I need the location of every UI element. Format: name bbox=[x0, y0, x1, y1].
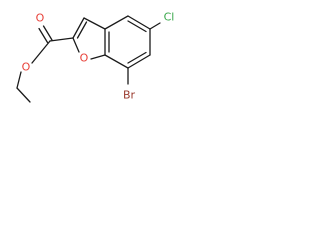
bond-c6-c7-inner bbox=[127, 51, 147, 64]
atom-chlorine: Cl bbox=[164, 11, 175, 24]
bond-ch2-ch3 bbox=[16, 87, 31, 103]
atom-carbonyl-oxygen: O bbox=[36, 12, 45, 25]
bond-c6-c7 bbox=[127, 54, 151, 69]
bond-carbonyl-double-a bbox=[42, 25, 53, 41]
bond-c7-c7a bbox=[104, 54, 129, 69]
bond-c2-c3 bbox=[72, 17, 85, 39]
bond-carbonyl-c2 bbox=[49, 37, 74, 42]
atom-labels: O O O Cl Br bbox=[22, 11, 175, 102]
bond-ester-o-ch2 bbox=[16, 71, 22, 89]
bond-c2-c3-inner bbox=[76, 21, 88, 39]
atom-bromine: Br bbox=[123, 89, 136, 102]
bond-c3a-c4 bbox=[104, 15, 129, 30]
atom-ester-oxygen: O bbox=[22, 61, 31, 74]
bond-c4-c5-inner bbox=[127, 20, 147, 33]
bond-c4-c5 bbox=[127, 15, 151, 30]
bond-o1-c7a bbox=[90, 54, 106, 60]
bond-c5-cl bbox=[149, 22, 161, 30]
bonds bbox=[16, 15, 161, 103]
bond-carbonyl-double-b bbox=[38, 27, 49, 44]
bond-c2-o1 bbox=[72, 37, 80, 53]
bond-c3-c3a bbox=[83, 17, 106, 30]
chemical-structure: O O O Cl Br bbox=[16, 11, 175, 103]
bond-carbonyl-ester-o bbox=[31, 40, 51, 64]
atom-ring-oxygen: O bbox=[80, 52, 89, 65]
